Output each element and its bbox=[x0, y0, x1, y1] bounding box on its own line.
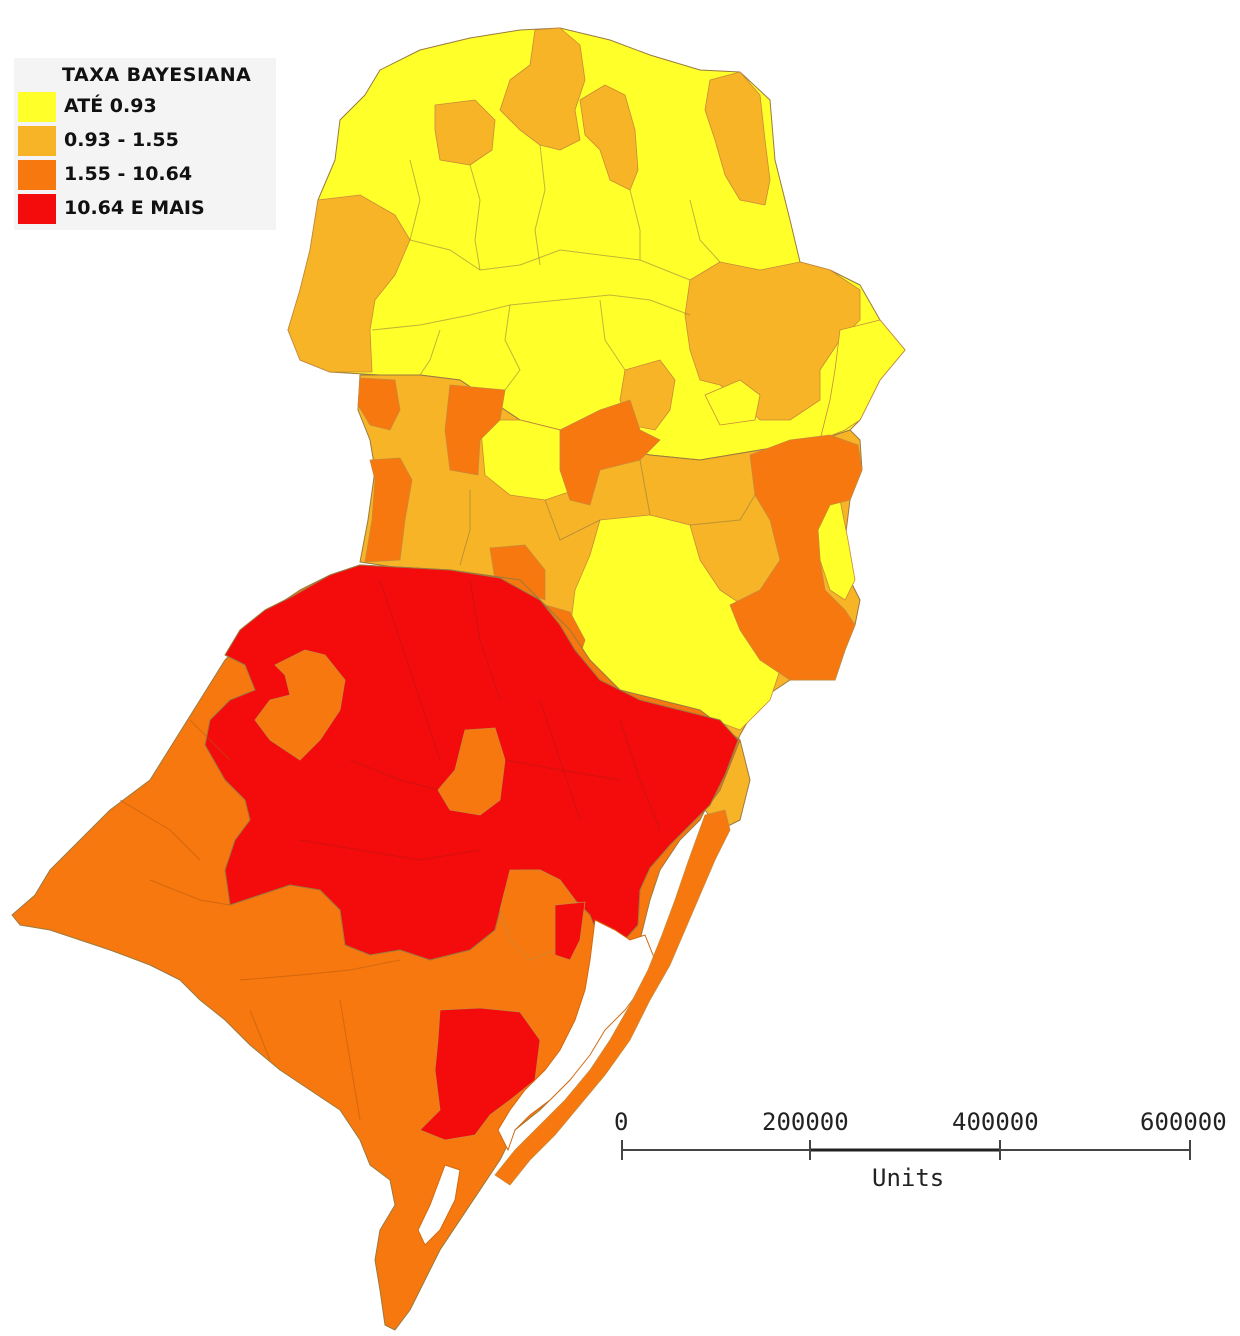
map-region-s2 bbox=[437, 727, 506, 816]
legend-label-3: 1.55 - 10.64 bbox=[64, 163, 193, 185]
map-region-n4 bbox=[579, 84, 639, 191]
legend-title: TAXA BAYESIANA bbox=[62, 64, 252, 86]
map-region-s4 bbox=[419, 1007, 541, 1141]
legend-swatch-2 bbox=[18, 126, 56, 156]
map-region-m2 bbox=[704, 379, 761, 426]
lagoon-water bbox=[497, 919, 656, 1152]
scale-tick-label-0: 0 bbox=[614, 1108, 629, 1136]
scale-bar: 0 200000 400000 600000 Units bbox=[600, 1100, 1230, 1200]
legend-swatch-3 bbox=[18, 160, 56, 190]
legend-label-1: ATÉ 0.93 bbox=[64, 95, 157, 117]
map-region-n6 bbox=[684, 261, 861, 421]
municipal-boundaries bbox=[119, 144, 756, 1121]
scale-tick-label-2: 400000 bbox=[952, 1108, 1039, 1136]
legend-swatch-1 bbox=[18, 92, 56, 122]
legend-item-4: 10.64 E MAIS bbox=[18, 194, 274, 224]
map-region-n1 bbox=[287, 194, 411, 373]
legend-label-4: 10.64 E MAIS bbox=[64, 197, 205, 219]
map-region-n5 bbox=[704, 71, 771, 206]
scale-tick-label-1: 200000 bbox=[762, 1108, 849, 1136]
legend-item-2: 0.93 - 1.55 bbox=[18, 126, 274, 156]
map-region-s1 bbox=[254, 649, 346, 761]
map-region-s5 bbox=[554, 901, 586, 961]
legend-item-3: 1.55 - 10.64 bbox=[18, 160, 274, 190]
map-legend: TAXA BAYESIANA ATÉ 0.93 0.93 - 1.55 1.55… bbox=[14, 58, 276, 230]
legend-item-1: ATÉ 0.93 bbox=[18, 92, 274, 122]
map-region-coast bbox=[494, 809, 731, 1186]
map-region-m9 bbox=[364, 457, 413, 563]
map-region-m7 bbox=[444, 384, 506, 476]
map-region-m5 bbox=[819, 319, 906, 441]
scale-units-label: Units bbox=[872, 1164, 945, 1192]
lagoon-water-south bbox=[417, 1164, 461, 1246]
scale-bar-graphic bbox=[621, 1140, 1191, 1160]
map-region-m10 bbox=[729, 434, 863, 681]
legend-label-2: 0.93 - 1.55 bbox=[64, 129, 179, 151]
map-region-n2 bbox=[434, 99, 496, 166]
map-region-n3 bbox=[499, 27, 586, 151]
scale-tick-label-3: 600000 bbox=[1140, 1108, 1227, 1136]
legend-swatch-4 bbox=[18, 194, 56, 224]
map-region-m6 bbox=[357, 377, 401, 431]
